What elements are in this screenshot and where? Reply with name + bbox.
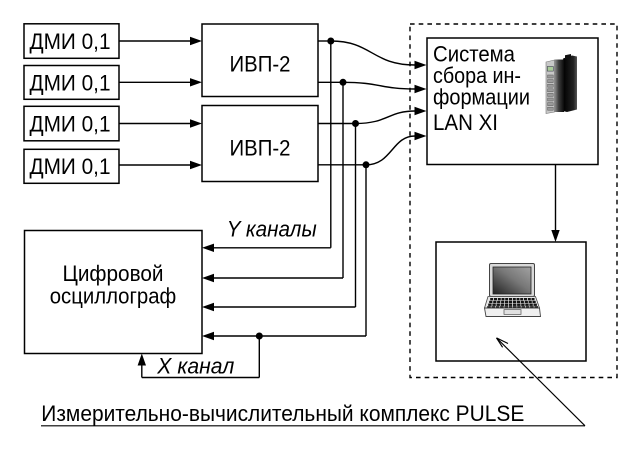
svg-text:Цифровой: Цифровой bbox=[63, 261, 164, 286]
svg-text:X канал: X канал bbox=[156, 354, 234, 379]
svg-text:ДМИ 0,1: ДМИ 0,1 bbox=[30, 29, 111, 54]
svg-text:Измерительно-вычислительный ко: Измерительно-вычислительный комплекс PUL… bbox=[41, 401, 524, 426]
svg-text:ДМИ 0,1: ДМИ 0,1 bbox=[30, 111, 111, 136]
svg-text:формации: формации bbox=[433, 85, 530, 110]
svg-text:Система: Система bbox=[433, 42, 516, 67]
svg-text:сбора ин-: сбора ин- bbox=[433, 63, 521, 88]
svg-text:Y каналы: Y каналы bbox=[227, 217, 317, 242]
svg-text:ДМИ 0,1: ДМИ 0,1 bbox=[30, 70, 111, 95]
svg-text:ИВП-2: ИВП-2 bbox=[230, 52, 291, 77]
svg-text:LAN XI: LAN XI bbox=[433, 110, 498, 135]
svg-text:ИВП-2: ИВП-2 bbox=[230, 136, 291, 161]
svg-text:осциллограф: осциллограф bbox=[50, 283, 177, 308]
svg-text:ДМИ 0,1: ДМИ 0,1 bbox=[30, 154, 111, 179]
